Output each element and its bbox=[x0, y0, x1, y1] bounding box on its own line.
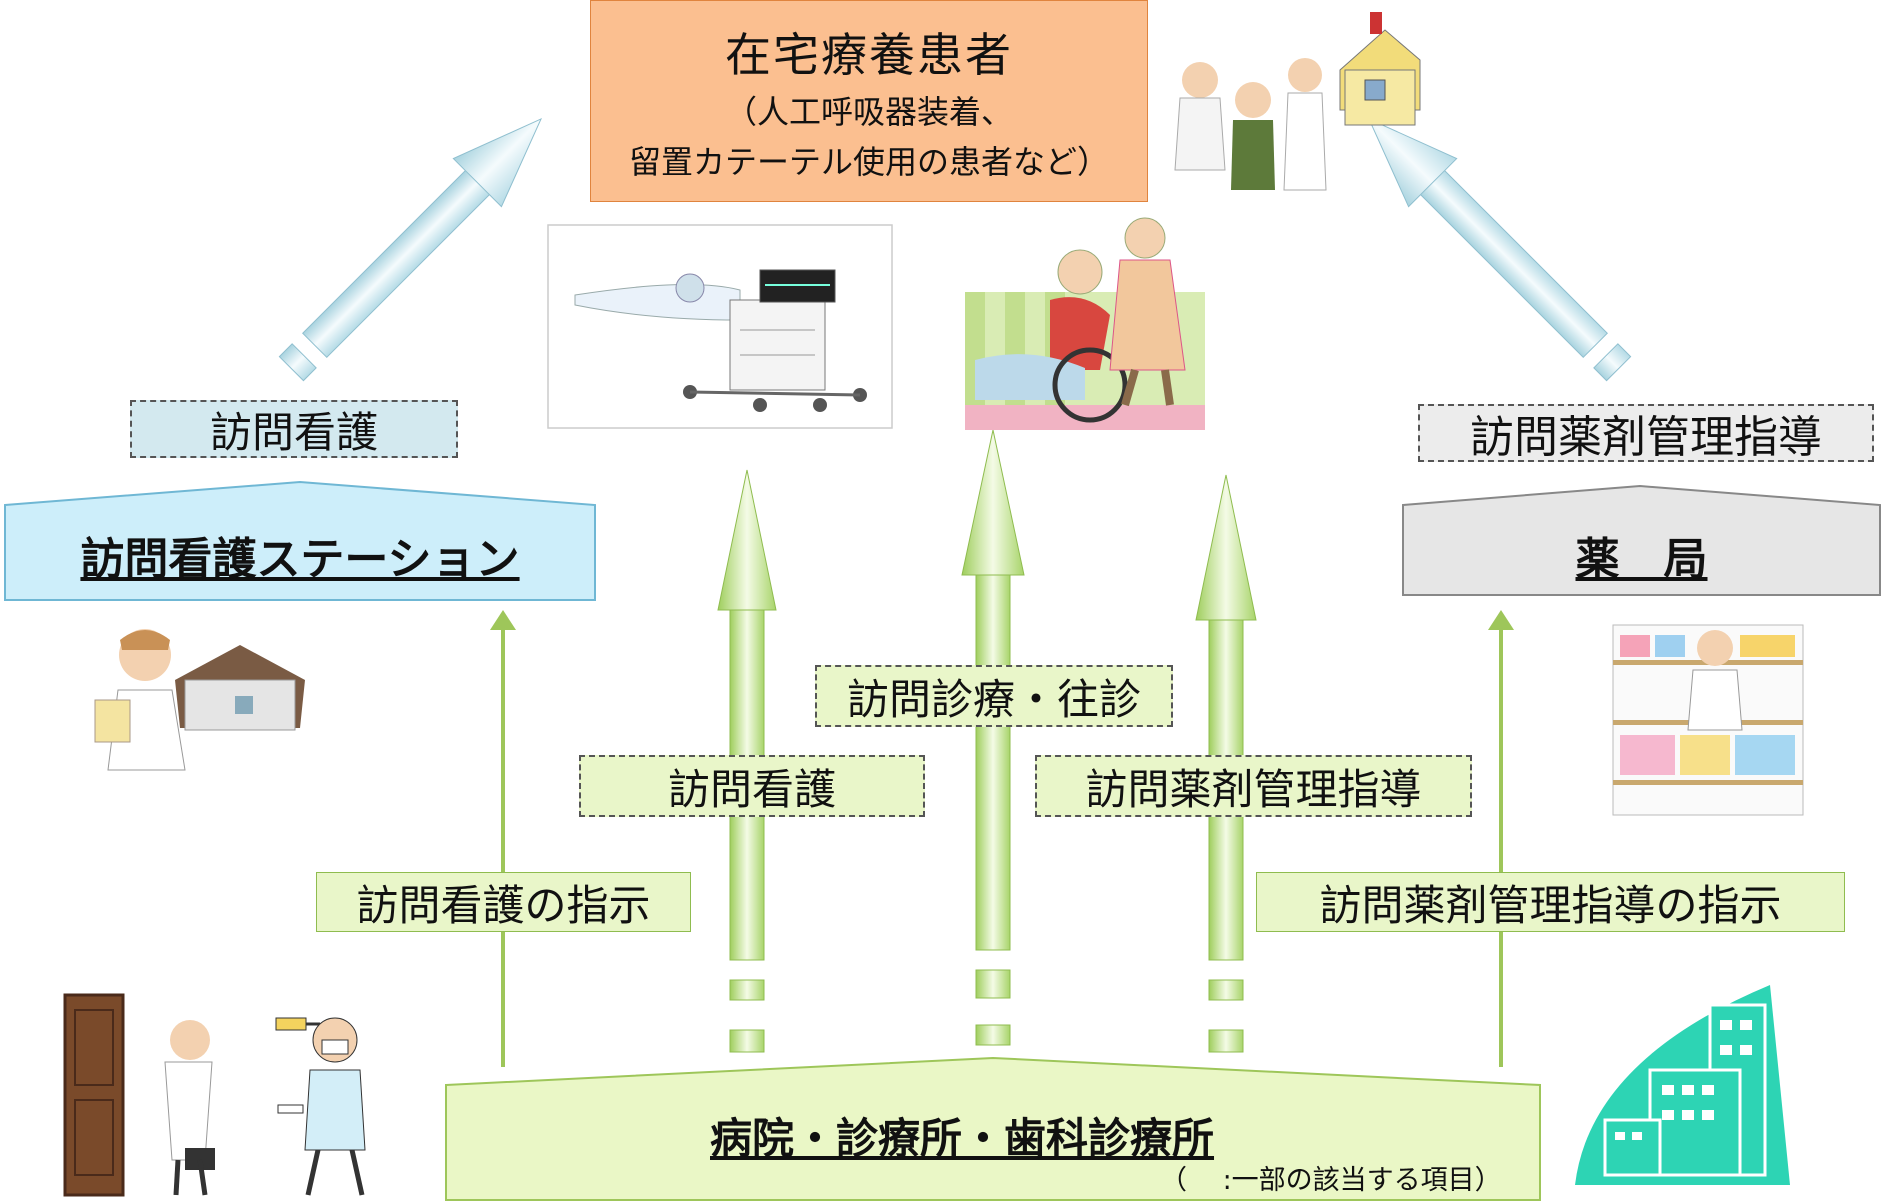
doctor-door-icon bbox=[63, 993, 215, 1197]
patient-box: 在宅療養患者 （人工呼吸器装着、 留置カテーテル使用の患者など） bbox=[590, 0, 1148, 202]
label-station-nursing: 訪問看護 bbox=[130, 400, 458, 458]
hospital-building-icon bbox=[1575, 985, 1790, 1185]
clinic-shape bbox=[445, 1056, 1541, 1201]
ventilator-icon bbox=[547, 224, 893, 429]
blue-arrow-left bbox=[278, 117, 543, 382]
wheelchair-caregiver-icon bbox=[965, 217, 1205, 430]
family-house-icon bbox=[1174, 12, 1421, 191]
instruction-pharmacy: 訪問薬剤管理指導の指示 bbox=[1256, 872, 1845, 932]
label-center-pharmacy: 訪問薬剤管理指導 bbox=[1035, 755, 1472, 817]
blue-arrow-right bbox=[1367, 117, 1632, 382]
nursing-station-name: 訪問看護ステーション bbox=[80, 534, 520, 585]
clinic-note: （ :一部の該当する項目） bbox=[1160, 1165, 1502, 1196]
instruction-arrow-pharmacy bbox=[1488, 610, 1514, 1067]
pharmacist-shelves-icon bbox=[1612, 624, 1804, 816]
dentist-icon bbox=[275, 1017, 366, 1196]
patient-subtitle-line2: 留置カテーテル使用の患者など） bbox=[628, 143, 1109, 181]
nurse-house-icon bbox=[94, 629, 305, 771]
clinic-name: 病院・診療所・歯科診療所 bbox=[710, 1114, 1215, 1163]
label-home-visit: 訪問診療・往診 bbox=[815, 665, 1173, 727]
pharmacy-shape bbox=[1402, 484, 1881, 596]
instruction-nursing: 訪問看護の指示 bbox=[316, 872, 691, 932]
instruction-arrow-nursing bbox=[490, 610, 516, 1067]
nursing-station-shape bbox=[4, 480, 596, 601]
pharmacy-name: 薬 局 bbox=[1575, 534, 1708, 585]
patient-title: 在宅療養患者 bbox=[725, 28, 1013, 82]
label-center-nursing: 訪問看護 bbox=[579, 755, 925, 817]
patient-subtitle-line1: （人工呼吸器装着、 bbox=[724, 93, 1013, 131]
label-pharmacy-service: 訪問薬剤管理指導 bbox=[1418, 404, 1874, 463]
green-arrow-home-visit bbox=[961, 429, 1025, 1046]
